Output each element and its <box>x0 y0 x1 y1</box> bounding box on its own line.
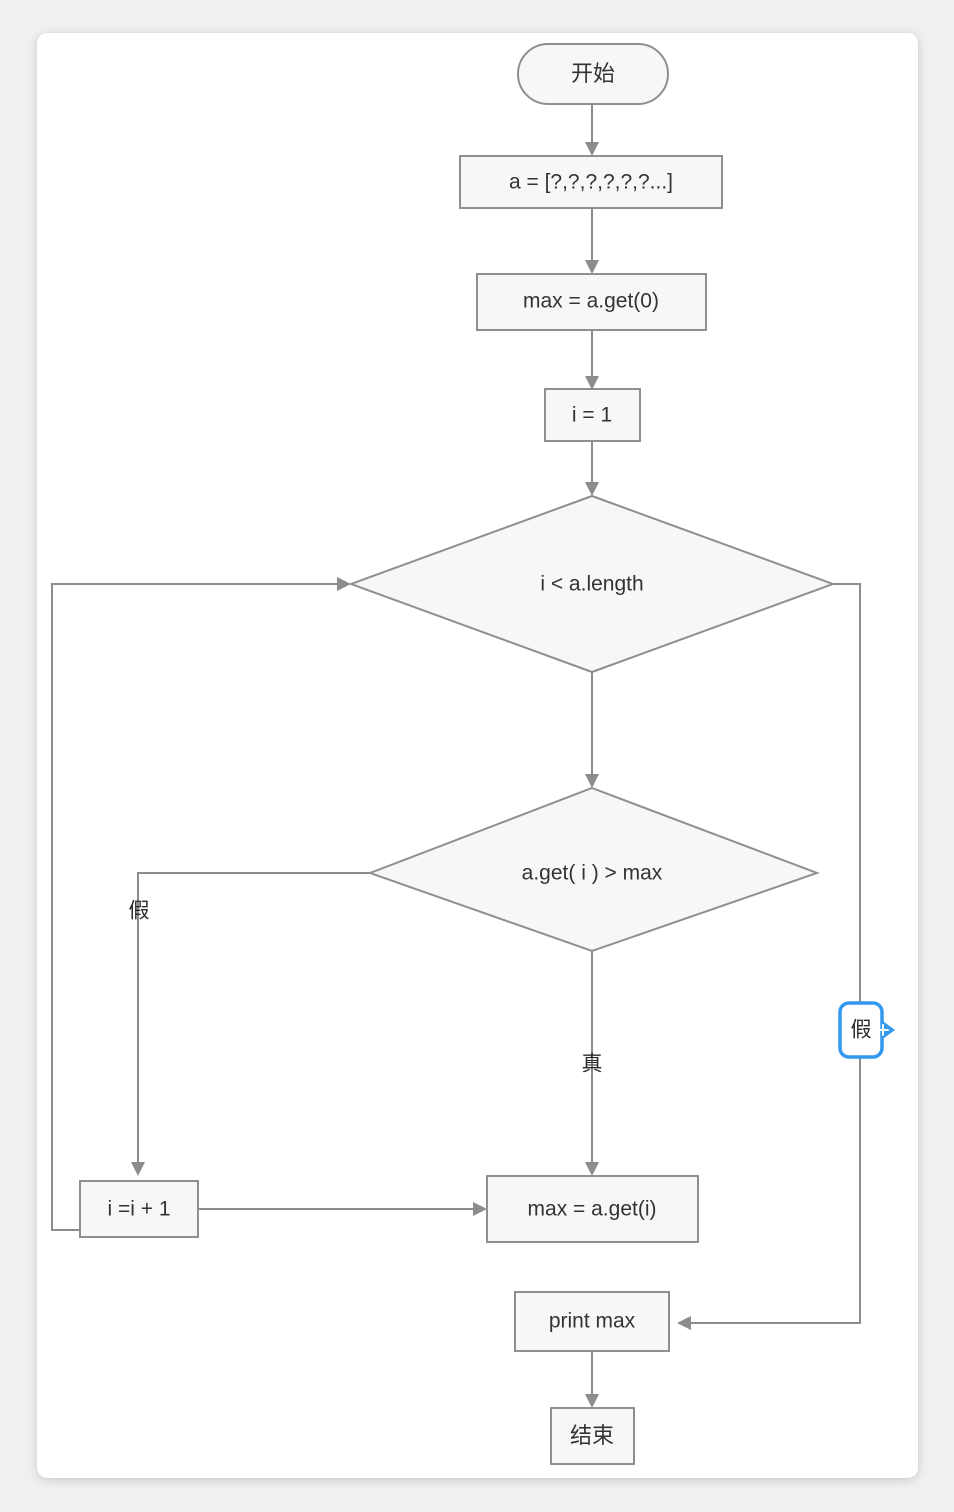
selected-branch-label-false[interactable]: 假 <box>838 1001 895 1059</box>
node-print-max-label: print max <box>549 1310 636 1333</box>
node-cond-length-label: i < a.length <box>540 573 643 596</box>
edge-init-max-to-init-i <box>585 330 599 390</box>
edge-cond-gt-false-to-incr-i <box>131 872 370 1176</box>
edge-start-to-init-a <box>585 104 599 156</box>
node-start[interactable]: 开始 <box>517 43 669 105</box>
node-cond-greater[interactable]: a.get( i ) > max <box>367 786 820 953</box>
node-end[interactable]: 结束 <box>550 1407 635 1465</box>
selected-branch-label-text: 假 <box>851 1019 872 1042</box>
node-set-max-label: max = a.get(i) <box>528 1198 657 1221</box>
edge-cond-len-false-to-print <box>677 583 861 1330</box>
node-init-array-label: a = [?,?,?,?,?,?...] <box>509 171 673 194</box>
edge-print-to-end <box>585 1351 599 1408</box>
node-increment-i[interactable]: i =i + 1 <box>79 1180 199 1238</box>
node-set-max[interactable]: max = a.get(i) <box>486 1175 699 1243</box>
node-start-label: 开始 <box>571 61 615 86</box>
edge-cond-len-to-cond-gt <box>585 672 599 788</box>
node-init-i-label: i = 1 <box>572 404 612 427</box>
node-init-max[interactable]: max = a.get(0) <box>476 273 707 331</box>
plus-icon[interactable] <box>877 1024 889 1036</box>
node-init-array[interactable]: a = [?,?,?,?,?,?...] <box>459 155 723 209</box>
node-end-label: 结束 <box>570 1423 614 1448</box>
edge-init-i-to-cond-len <box>585 441 599 496</box>
node-cond-length[interactable]: i < a.length <box>348 494 836 674</box>
edge-incr-i-to-set-max <box>198 1202 487 1216</box>
node-print-max[interactable]: print max <box>514 1291 670 1352</box>
branch-label-true[interactable]: 真 <box>582 1053 603 1076</box>
edge-init-a-to-init-max <box>585 208 599 274</box>
edge-incr-i-to-cond-len-loopback <box>51 577 351 1231</box>
edge-cond-gt-true-to-set-max <box>585 951 599 1176</box>
node-init-i[interactable]: i = 1 <box>544 388 641 442</box>
branch-label-false-inner[interactable]: 假 <box>129 900 150 923</box>
node-init-max-label: max = a.get(0) <box>523 290 659 313</box>
node-cond-greater-label: a.get( i ) > max <box>522 862 663 885</box>
node-increment-i-label: i =i + 1 <box>107 1198 170 1221</box>
